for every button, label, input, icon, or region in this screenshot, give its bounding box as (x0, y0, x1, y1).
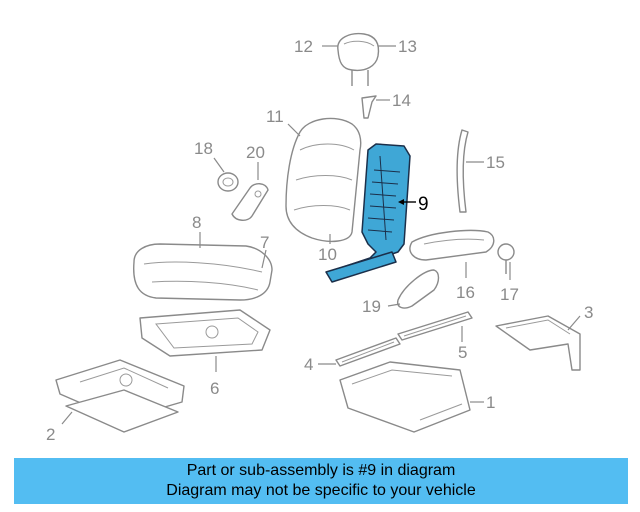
banner-line-2: Diagram may not be specific to your vehi… (166, 482, 476, 499)
callout-15: 15 (486, 153, 505, 172)
callout-2: 2 (46, 425, 55, 444)
callout-18: 18 (194, 139, 213, 158)
part-seat-frame[interactable] (139, 309, 271, 357)
part-tray[interactable] (495, 315, 581, 371)
part-headrest[interactable] (337, 32, 380, 86)
part-9-seat-back-frame[interactable] (325, 143, 411, 283)
part-recliner-cover[interactable] (231, 183, 269, 221)
part-clip[interactable] (497, 243, 515, 274)
callout-4: 4 (304, 355, 313, 374)
part-seat-tub[interactable] (339, 361, 471, 433)
part-knob[interactable] (217, 172, 239, 192)
part-lever-cover[interactable] (397, 269, 440, 309)
part-slide-rail-left[interactable] (335, 337, 401, 367)
banner-line-1: Part or sub-assembly is #9 in diagram (186, 462, 456, 479)
callout-11: 11 (266, 107, 284, 126)
part-trim-strip[interactable] (456, 129, 469, 213)
callout-9: 9 (418, 194, 429, 215)
callout-8: 8 (192, 213, 201, 232)
part-seat-back-cushion[interactable] (285, 117, 362, 243)
callout-17: 17 (500, 285, 519, 304)
callout-16: 16 (456, 283, 475, 302)
part-seat-base[interactable] (55, 359, 185, 433)
callout-5: 5 (458, 343, 467, 362)
callout-14: 14 (392, 91, 411, 110)
part-headrest-guide[interactable] (361, 95, 377, 119)
callout-7: 7 (260, 233, 269, 252)
part-side-shield[interactable] (409, 229, 495, 261)
info-banner: Part or sub-assembly is #9 in diagram Di… (14, 458, 628, 504)
callout-6: 6 (210, 379, 219, 398)
callout-3: 3 (584, 303, 593, 322)
callout-13: 13 (398, 37, 417, 56)
callout-20: 20 (246, 143, 265, 162)
part-slide-rail-right[interactable] (397, 311, 473, 341)
callout-1: 1 (486, 393, 495, 412)
callout-19: 19 (362, 297, 381, 316)
seat-parts-diagram: 12 13 14 11 15 18 20 9 8 7 10 16 17 19 3… (46, 32, 593, 444)
callout-10: 10 (318, 245, 337, 264)
callout-12: 12 (294, 37, 313, 56)
part-seat-cushion[interactable] (133, 243, 273, 301)
